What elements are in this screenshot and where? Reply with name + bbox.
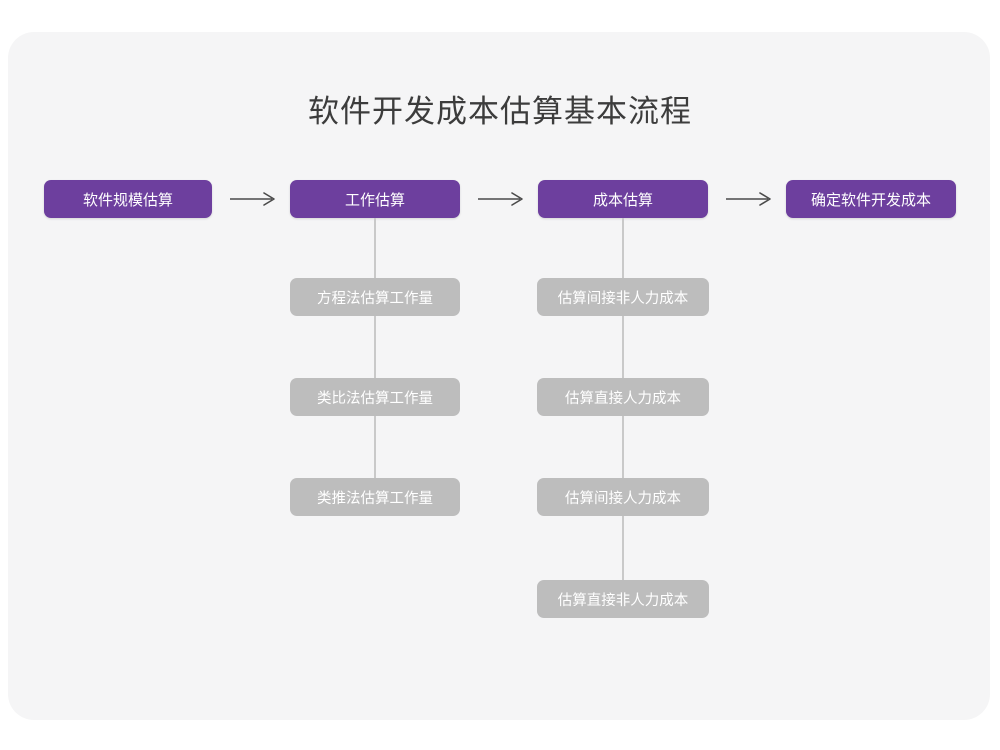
branch-node-indirect-labor-cost[interactable]: 估算间接人力成本 [537, 478, 709, 516]
branch-node-direct-labor-cost[interactable]: 估算直接人力成本 [537, 378, 709, 416]
branch-node-analogy-method-effort[interactable]: 类比法估算工作量 [290, 378, 460, 416]
flow-node-software-scale-estimation[interactable]: 软件规模估算 [44, 180, 212, 218]
arrow-right-icon [230, 192, 275, 206]
branch-node-analogy-inference-effort[interactable]: 类推法估算工作量 [290, 478, 460, 516]
flow-node-determine-dev-cost[interactable]: 确定软件开发成本 [786, 180, 956, 218]
connector-line-work-estimation [374, 218, 376, 496]
branch-node-equation-method-effort[interactable]: 方程法估算工作量 [290, 278, 460, 316]
branch-node-indirect-nonlabor-cost[interactable]: 估算间接非人力成本 [537, 278, 709, 316]
content-card [8, 32, 990, 720]
page-title: 软件开发成本估算基本流程 [308, 94, 692, 129]
flow-node-work-estimation[interactable]: 工作估算 [290, 180, 460, 218]
flow-node-cost-estimation[interactable]: 成本估算 [538, 180, 708, 218]
arrow-right-icon [726, 192, 771, 206]
branch-node-direct-nonlabor-cost[interactable]: 估算直接非人力成本 [537, 580, 709, 618]
arrow-right-icon [478, 192, 523, 206]
